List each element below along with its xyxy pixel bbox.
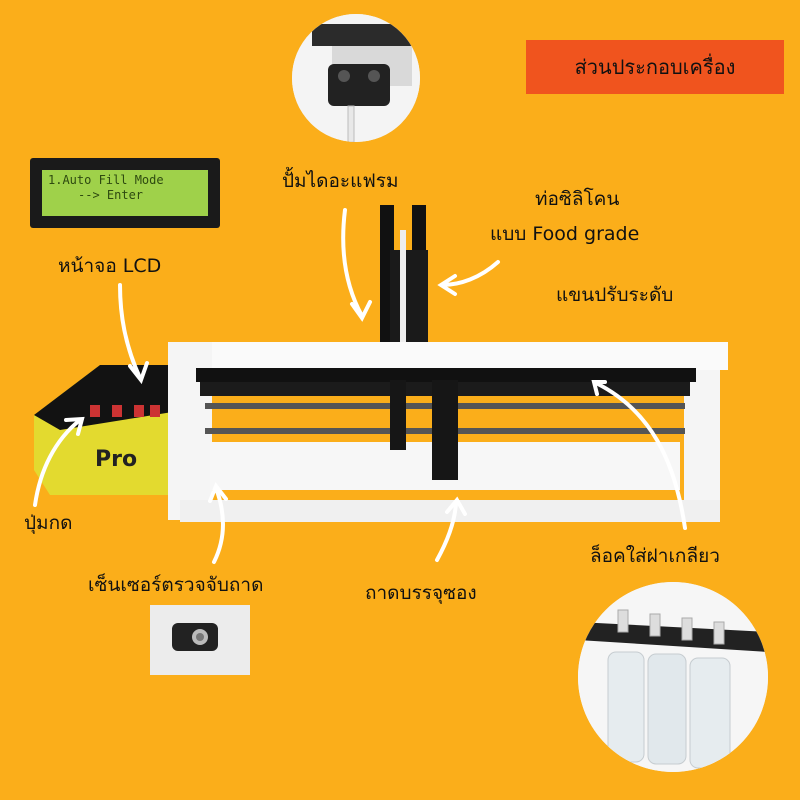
arm-arrow xyxy=(440,260,500,287)
brand-label: Pro xyxy=(95,447,138,472)
label-adjust-arm: แขนปรับระดับ xyxy=(556,284,674,306)
cap-lock-illustration xyxy=(578,582,768,772)
sensor-arrow xyxy=(212,486,225,564)
tray-arrow xyxy=(435,501,458,562)
label-pouch-tray: ถาดบรรจุซอง xyxy=(365,582,477,604)
button-arrow xyxy=(33,418,82,507)
label-tray-sensor: เซ็นเซอร์ตรวจจับถาด xyxy=(88,574,264,596)
label-diaphragm-pump: ปั้มไดอะแฟรม xyxy=(282,170,399,192)
pump-closeup-photo xyxy=(292,14,420,142)
lcd-line-2: --> Enter xyxy=(78,188,144,202)
lcd-line-1: 1.Auto Fill Mode xyxy=(48,173,164,187)
label-silicone-tube-line1: ท่อซิลิโคน xyxy=(535,188,620,210)
lcd-display-photo: 1.Auto Fill Mode --> Enter xyxy=(30,158,220,228)
label-lcd-screen: หน้าจอ LCD xyxy=(58,255,162,277)
lcd-screen: 1.Auto Fill Mode --> Enter xyxy=(42,170,208,216)
label-silicone-tube-line2: แบบ Food grade xyxy=(490,223,640,245)
label-cap-lock: ล็อคใส่ฝาเกลียว xyxy=(590,545,720,567)
pump-arrow xyxy=(341,208,364,318)
sensor-illustration xyxy=(150,605,250,675)
page-title: ส่วนประกอบเครื่อง xyxy=(526,40,784,94)
pump-closeup-illustration xyxy=(292,14,420,142)
sensor-closeup-photo xyxy=(150,605,250,675)
cap-lock-closeup-photo xyxy=(578,582,768,772)
lcd-arrow xyxy=(118,283,142,380)
cap-lock-arrow xyxy=(594,381,687,530)
label-push-button: ปุ่มกด xyxy=(24,512,73,534)
